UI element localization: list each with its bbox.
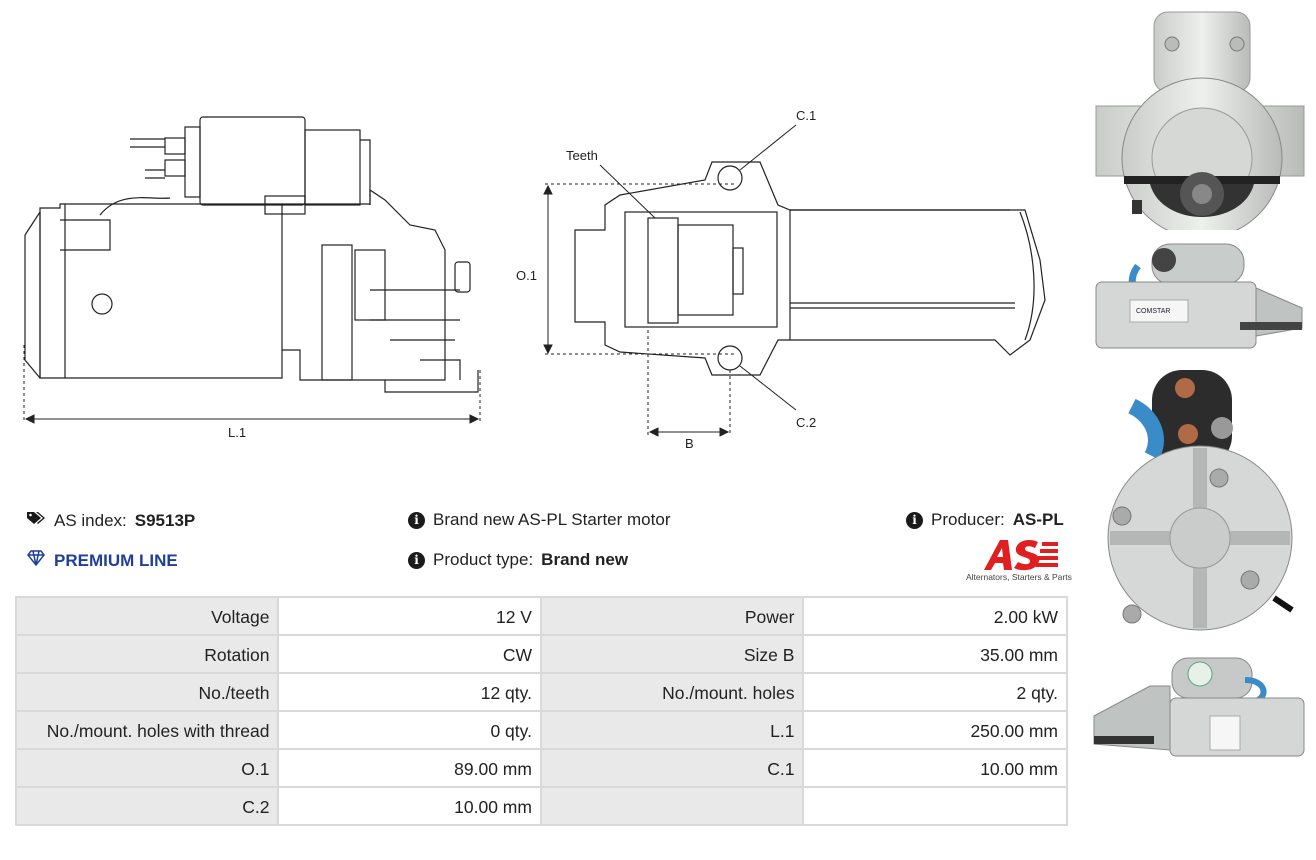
spec-label: No./mount. holes with thread — [14, 710, 280, 750]
table-row: No./teeth 12 qty. No./mount. holes 2 qty… — [14, 672, 1068, 712]
spec-value: 12 V — [277, 596, 542, 636]
spec-value: CW — [277, 634, 542, 674]
logo-tagline: Alternators, Starters & Parts — [966, 572, 1072, 582]
spec-label: C.1 — [539, 748, 805, 788]
producer-label: Producer: — [931, 510, 1005, 529]
l1-label: L.1 — [228, 425, 246, 440]
as-index-label: AS index: — [54, 510, 127, 530]
table-row: Rotation CW Size B 35.00 mm — [14, 634, 1068, 674]
as-index-value: S9513P — [134, 510, 196, 530]
producer-value: AS-PL — [1012, 510, 1064, 529]
product-photo-side-2[interactable] — [1090, 650, 1310, 762]
spec-label: C.2 — [14, 786, 280, 826]
spec-label: Voltage — [14, 596, 280, 636]
spec-label: No./mount. holes — [539, 672, 805, 712]
spec-value: 89.00 mm — [277, 748, 542, 788]
description-row: i Brand new AS-PL Starter motor — [408, 510, 670, 530]
product-type-label: Product type: — [433, 550, 534, 569]
side-view-drawing — [24, 116, 479, 393]
spec-value: 2 qty. — [802, 672, 1068, 712]
premium-line-badge: PREMIUM LINE — [26, 550, 178, 571]
front-view-drawing — [574, 161, 1046, 376]
product-type-value: Brand new — [541, 550, 629, 569]
table-row: Voltage 12 V Power 2.00 kW — [14, 596, 1068, 636]
spec-label: Power — [539, 596, 805, 636]
brand-label: COMSTAR — [1136, 308, 1170, 315]
teeth-label: Teeth — [566, 148, 598, 163]
technical-drawing: L.1 O.1 C.1 C.2 B Teeth — [23, 108, 1046, 451]
l1-dimension — [23, 345, 481, 424]
spec-label: O.1 — [14, 748, 280, 788]
info-icon: i — [408, 511, 425, 529]
as-index-row: AS index: S9513P — [26, 510, 195, 531]
spec-label: Size B — [539, 634, 805, 674]
spec-value: 35.00 mm — [802, 634, 1068, 674]
diamond-icon — [26, 550, 46, 571]
spec-value: 10.00 mm — [277, 786, 542, 826]
product-type-row: i Product type: Brand new — [408, 550, 628, 570]
spec-value: 10.00 mm — [802, 748, 1068, 788]
info-icon: i — [906, 511, 923, 529]
spec-value: 2.00 kW — [802, 596, 1068, 636]
spec-value — [802, 786, 1068, 826]
front-dimensions — [543, 124, 797, 437]
product-photo-front[interactable] — [1092, 8, 1310, 230]
b-label: B — [685, 436, 694, 451]
table-row: No./mount. holes with thread 0 qty. L.1 … — [14, 710, 1068, 750]
tags-icon — [26, 510, 46, 531]
product-photo-side[interactable]: COMSTAR — [1090, 236, 1310, 358]
spec-value: 250.00 mm — [802, 710, 1068, 750]
table-row: O.1 89.00 mm C.1 10.00 mm — [14, 748, 1068, 788]
table-row: C.2 10.00 mm — [14, 786, 1068, 826]
info-icon: i — [408, 551, 425, 569]
spec-label: No./teeth — [14, 672, 280, 712]
description-text: Brand new AS-PL Starter motor — [433, 510, 671, 529]
c1-label: C.1 — [796, 108, 816, 123]
c2-label: C.2 — [796, 415, 816, 430]
specs-table: Voltage 12 V Power 2.00 kW Rotation CW S… — [14, 596, 1068, 826]
o1-label: O.1 — [516, 268, 537, 283]
spec-label: L.1 — [539, 710, 805, 750]
spec-value: 0 qty. — [277, 710, 542, 750]
premium-line-label: PREMIUM LINE — [54, 550, 178, 570]
spec-value: 12 qty. — [277, 672, 542, 712]
as-pl-logo: Alternators, Starters & Parts — [966, 538, 1072, 584]
as-logo-mark — [984, 540, 1058, 571]
spec-label — [539, 786, 805, 826]
spec-label: Rotation — [14, 634, 280, 674]
product-photo-rear[interactable] — [1092, 366, 1310, 632]
producer-row: i Producer: AS-PL — [906, 510, 1064, 530]
